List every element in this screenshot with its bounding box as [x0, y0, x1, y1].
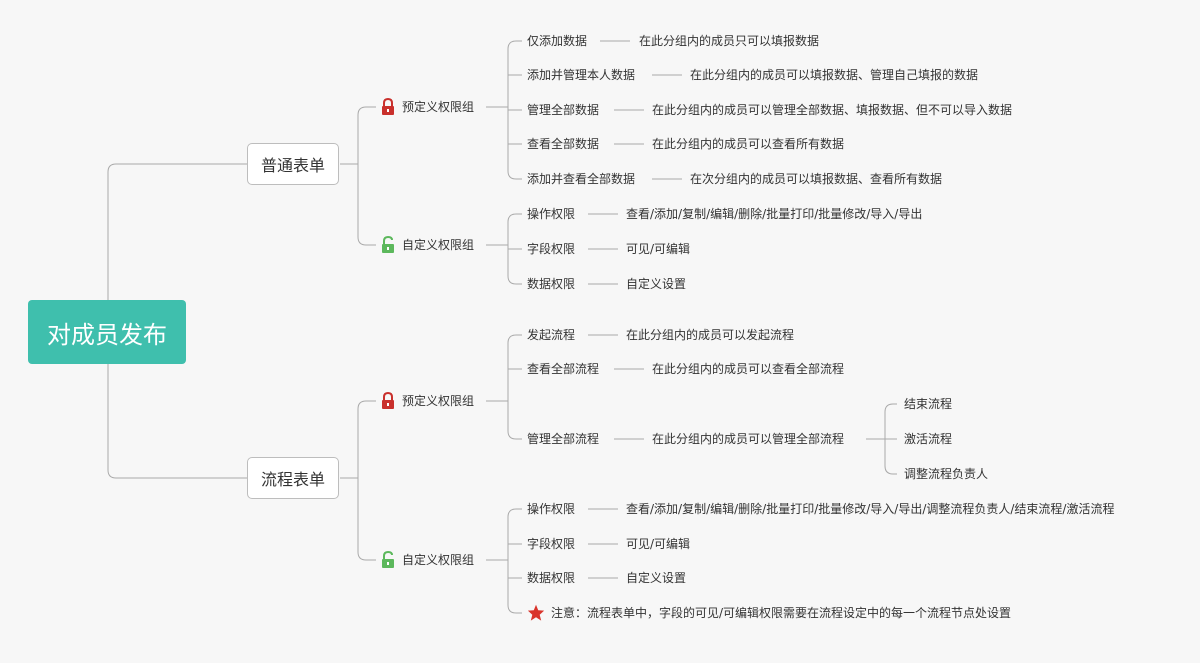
sub-item[interactable]: 调整流程负责人	[904, 467, 989, 481]
item-name[interactable]: 管理全部流程	[527, 432, 600, 446]
item-desc: 在此分组内的成员可以发起流程	[626, 328, 795, 342]
locked-lock-icon	[382, 392, 394, 409]
item-name[interactable]: 添加并管理本人数据	[527, 68, 636, 82]
item-name[interactable]: 字段权限	[527, 537, 576, 551]
star-icon	[527, 604, 545, 621]
item-desc: 在次分组内的成员可以填报数据、查看所有数据	[690, 172, 943, 186]
item-name[interactable]: 管理全部数据	[527, 103, 600, 117]
item-desc: 在此分组内的成员可以填报数据、管理自己填报的数据	[690, 68, 979, 82]
item-name[interactable]: 操作权限	[527, 502, 576, 516]
item-desc: 在此分组内的成员可以查看全部流程	[652, 362, 845, 376]
item-desc: 自定义设置	[626, 571, 687, 585]
item-name[interactable]: 仅添加数据	[527, 34, 588, 48]
group-label: 自定义权限组	[402, 553, 475, 567]
flow-form-node[interactable]: 流程表单	[247, 457, 339, 499]
item-desc: 在此分组内的成员可以管理全部数据、填报数据、但不可以导入数据	[652, 103, 1013, 117]
item-desc: 自定义设置	[626, 277, 687, 291]
unlocked-lock-icon	[382, 236, 394, 253]
item-name[interactable]: 查看全部数据	[527, 137, 600, 151]
item-name[interactable]: 数据权限	[527, 571, 576, 585]
item-desc: 查看/添加/复制/编辑/删除/批量打印/批量修改/导入/导出	[626, 207, 923, 221]
item-desc: 在此分组内的成员可以查看所有数据	[652, 137, 845, 151]
item-name[interactable]: 查看全部流程	[527, 362, 600, 376]
unlocked-lock-icon	[382, 551, 394, 568]
note-item[interactable]: 注意：流程表单中，字段的可见/可编辑权限需要在流程设定中的每一个流程节点处设置	[527, 604, 1011, 621]
flow-predefined-group[interactable]: 预定义权限组	[380, 392, 474, 409]
item-name[interactable]: 字段权限	[527, 242, 576, 256]
item-name[interactable]: 数据权限	[527, 277, 576, 291]
normal-predefined-group[interactable]: 预定义权限组	[380, 98, 474, 115]
item-desc: 可见/可编辑	[626, 537, 691, 551]
group-label: 预定义权限组	[402, 394, 475, 408]
locked-lock-icon	[382, 98, 394, 115]
group-label: 自定义权限组	[402, 238, 475, 252]
item-name[interactable]: 操作权限	[527, 207, 576, 221]
item-name[interactable]: 发起流程	[527, 328, 576, 342]
note-text: 注意：流程表单中，字段的可见/可编辑权限需要在流程设定中的每一个流程节点处设置	[551, 606, 1012, 620]
item-name[interactable]: 添加并查看全部数据	[527, 172, 636, 186]
root-node[interactable]: 对成员发布	[28, 300, 186, 364]
item-desc: 在此分组内的成员只可以填报数据	[639, 34, 820, 48]
group-label: 预定义权限组	[402, 100, 475, 114]
sub-item[interactable]: 结束流程	[904, 397, 953, 411]
item-desc: 查看/添加/复制/编辑/删除/批量打印/批量修改/导入/导出/调整流程负责人/结…	[626, 502, 1115, 516]
normal-form-node[interactable]: 普通表单	[247, 143, 339, 185]
item-desc: 可见/可编辑	[626, 242, 691, 256]
item-desc: 在此分组内的成员可以管理全部流程	[652, 432, 845, 446]
flow-custom-group[interactable]: 自定义权限组	[380, 551, 474, 568]
sub-item[interactable]: 激活流程	[904, 432, 953, 446]
normal-custom-group[interactable]: 自定义权限组	[380, 236, 474, 253]
